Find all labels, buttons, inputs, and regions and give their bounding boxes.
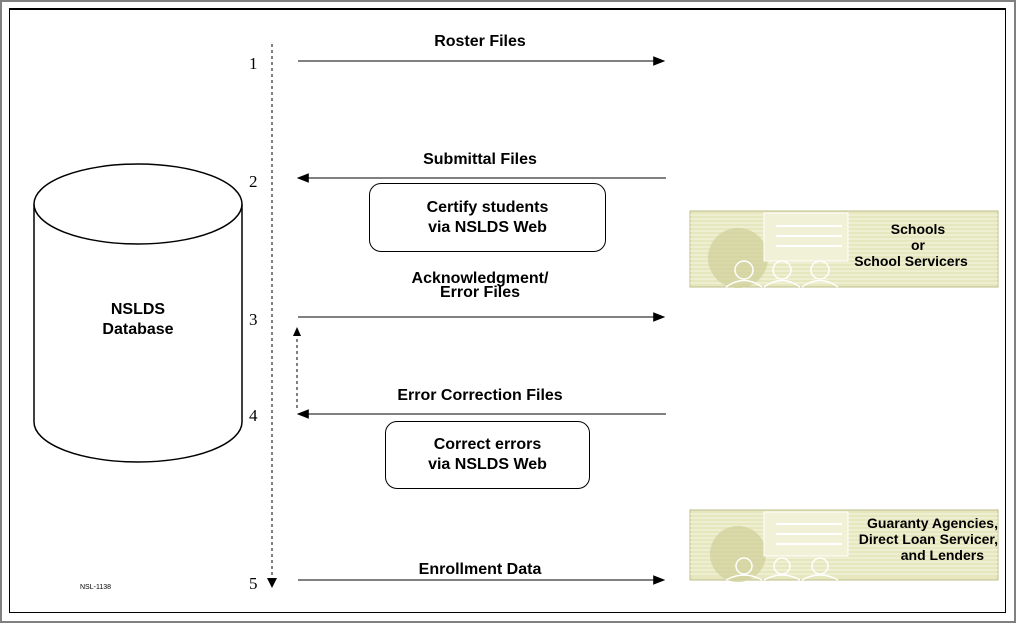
timeline-arrowhead xyxy=(267,578,277,588)
agencies-label: Guaranty Agencies, Direct Loan Servicer,… xyxy=(832,515,998,563)
agencies-badge xyxy=(689,509,999,582)
schools-label: Schools or School Servicers xyxy=(854,221,1004,269)
agencies-label-line1: Guaranty Agencies, xyxy=(867,515,998,531)
schools-label-line2: or xyxy=(911,237,925,253)
correct-box-line2: via NSLDS Web xyxy=(428,456,547,473)
database-label: NSLDS Database xyxy=(54,300,222,340)
schools-label-line1: Schools xyxy=(890,221,946,237)
correct-errors-box: Correct errors via NSLDS Web xyxy=(385,421,590,489)
error-correction-files-label: Error Correction Files xyxy=(397,387,563,404)
certify-students-box: Certify students via NSLDS Web xyxy=(369,183,606,252)
submittal-files-label: Submittal Files xyxy=(423,151,537,168)
step-number-2: 2 xyxy=(249,172,258,191)
agencies-label-line2: Direct Loan Servicer, xyxy=(858,531,998,547)
acknowledgment-label: Acknowledgment/ Error Files xyxy=(360,270,600,302)
step-number-3: 3 xyxy=(249,310,258,329)
figure-id-stamp: NSL-1138 xyxy=(80,584,112,591)
enrollment-data-label: Enrollment Data xyxy=(418,561,542,578)
acknowledgment-label-line2: Error Files xyxy=(439,284,521,301)
database-label-line2: Database xyxy=(102,321,174,338)
schools-label-line3: School Servicers xyxy=(854,253,968,269)
certify-box-line2: via NSLDS Web xyxy=(428,218,547,236)
database-label-line1: NSLDS xyxy=(110,301,166,318)
acknowledgment-label-line1: Acknowledgment/ xyxy=(411,270,549,287)
certify-box-line1: Certify students xyxy=(426,198,549,216)
correct-box-line1: Correct errors xyxy=(433,436,542,453)
database-cylinder xyxy=(33,163,243,463)
diagram-frame xyxy=(9,8,1006,613)
step-number-5: 5 xyxy=(249,574,258,593)
loop-back-arrowhead xyxy=(293,327,301,336)
step-number-4: 4 xyxy=(249,406,258,425)
agencies-label-line3: and Lenders xyxy=(900,547,984,563)
schools-badge xyxy=(689,210,999,288)
roster-files-label: Roster Files xyxy=(434,33,526,50)
step-number-1: 1 xyxy=(249,54,258,73)
